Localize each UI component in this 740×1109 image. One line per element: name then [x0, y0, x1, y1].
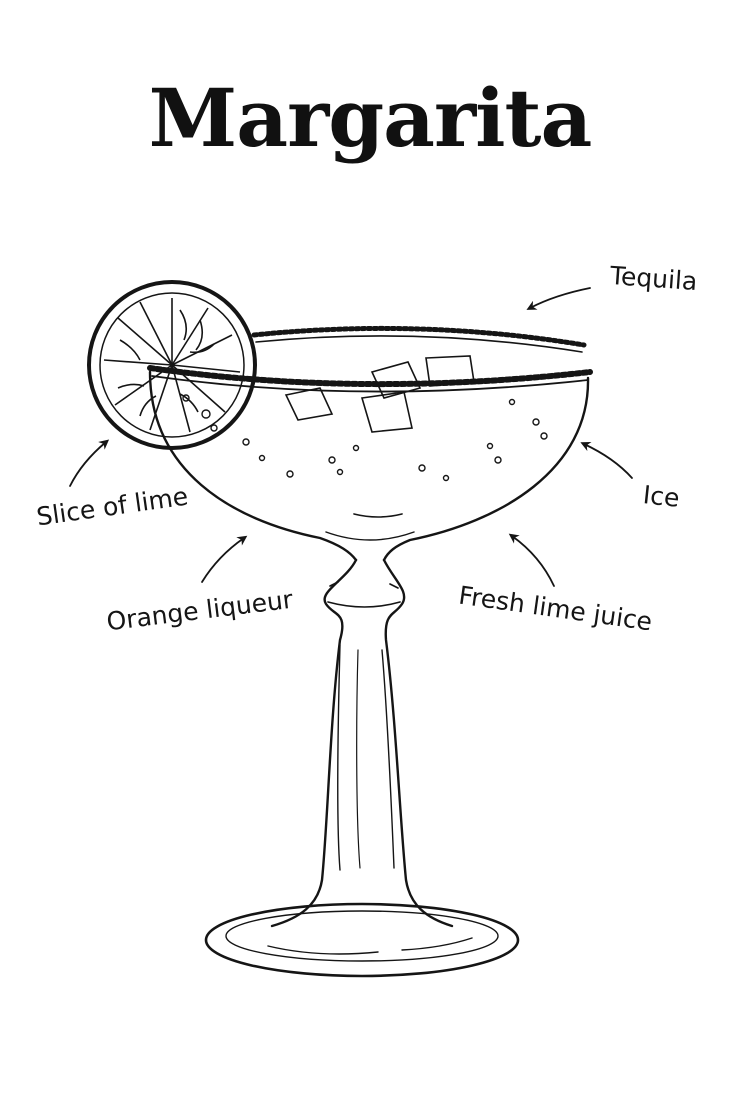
- arrow-tequila: [526, 287, 591, 310]
- cocktail-title: Margarita: [148, 71, 593, 165]
- label-ice: Ice: [641, 480, 681, 513]
- glass-stem: [270, 558, 454, 928]
- arrow-fresh-lime-juice: [508, 533, 555, 587]
- arrow-ice: [580, 442, 633, 479]
- glass-foot: [204, 902, 520, 978]
- annotation-arrows: [69, 287, 633, 587]
- glass-bowl: [147, 325, 593, 562]
- arrow-orange-liqueur: [201, 535, 248, 583]
- arrow-slice-of-lime: [69, 439, 110, 487]
- label-tequila: Tequila: [609, 260, 699, 297]
- lime-slice-icon: [87, 280, 257, 450]
